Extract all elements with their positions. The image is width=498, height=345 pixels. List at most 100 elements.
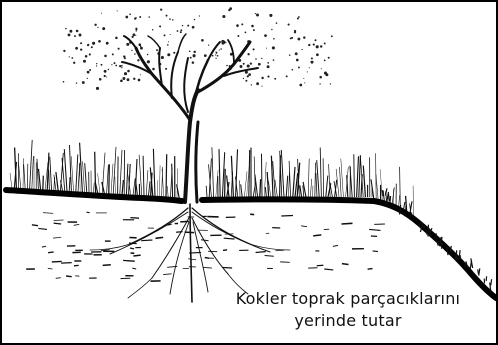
- soil-particle: [133, 255, 140, 256]
- foliage-dot: [225, 42, 226, 43]
- foliage-dot: [164, 34, 166, 36]
- grass-blade: [340, 167, 342, 197]
- foliage-dot: [261, 86, 262, 87]
- soil-particle: [130, 248, 134, 249]
- soil-particle: [123, 260, 135, 261]
- grass-blade: [122, 180, 123, 195]
- grass-blade: [120, 150, 122, 195]
- foliage-dot: [71, 57, 73, 59]
- foliage-dot: [114, 62, 116, 64]
- foliage-dot: [328, 57, 330, 59]
- foliage-dot: [120, 79, 123, 82]
- grass-blade: [206, 186, 207, 197]
- foliage-dot: [134, 53, 136, 55]
- foliage-dot: [251, 25, 254, 28]
- grass-blade: [49, 170, 50, 191]
- foliage-dot: [148, 16, 150, 18]
- caption-line-1: Kokler toprak parçacıklarını: [198, 288, 498, 310]
- grass-blade: [265, 187, 266, 197]
- soil-particle: [52, 261, 62, 262]
- grass-blade: [267, 172, 268, 197]
- soil-particle: [266, 233, 269, 234]
- foliage-dot: [133, 33, 136, 36]
- foliage-dot: [301, 49, 302, 50]
- soil-particle: [324, 269, 333, 270]
- soil-particle: [54, 220, 64, 221]
- grass-right: [206, 147, 413, 220]
- foliage-dot: [316, 53, 319, 56]
- foliage-dot: [160, 8, 162, 10]
- soil-particle: [224, 238, 235, 239]
- grass-blade: [118, 156, 119, 194]
- foliage-dot: [73, 62, 75, 64]
- soil-particle: [373, 251, 378, 252]
- soil-particle: [42, 246, 46, 247]
- foliage-dot: [89, 69, 91, 71]
- grass-blade: [76, 154, 78, 192]
- soil-particle: [48, 268, 53, 269]
- foliage-dot: [69, 56, 70, 57]
- foliage-dot: [247, 75, 249, 77]
- grass-blade: [50, 157, 52, 191]
- foliage-dot: [261, 58, 262, 59]
- grass-blade: [85, 163, 87, 193]
- grass-blade: [167, 186, 168, 197]
- foliage-dot: [79, 34, 82, 37]
- foliage-dot: [219, 50, 220, 51]
- foliage-dot: [289, 54, 291, 56]
- foliage-dot: [194, 19, 195, 20]
- foliage-dot: [189, 50, 191, 52]
- soil-particle: [61, 263, 72, 264]
- foliage-dot: [250, 62, 252, 64]
- foliage-dot: [220, 48, 222, 50]
- foliage-dot: [256, 82, 259, 85]
- foliage-dot: [292, 69, 294, 71]
- grass-blade: [30, 140, 33, 190]
- foliage-dot: [98, 40, 101, 43]
- grass-blade: [354, 154, 355, 197]
- foliage-dot: [129, 13, 131, 15]
- foliage-dot: [119, 65, 121, 67]
- grass-blade: [357, 156, 359, 197]
- foliage-dot: [324, 72, 327, 75]
- soil-particle: [103, 265, 111, 266]
- slope-mark: [478, 269, 479, 274]
- foliage-dot: [316, 45, 319, 48]
- foliage-dot: [272, 46, 275, 49]
- soil-particle: [132, 268, 136, 269]
- foliage-dot: [92, 42, 95, 45]
- foliage-dot: [266, 48, 267, 49]
- soil-particle: [256, 252, 266, 253]
- foliage-dot: [68, 33, 71, 36]
- foliage-dot: [295, 52, 298, 55]
- foliage-dot: [253, 48, 255, 50]
- grass-blade: [153, 149, 155, 197]
- foliage-dot: [101, 13, 102, 14]
- foliage-dot: [135, 17, 137, 19]
- soil-particle: [369, 229, 380, 230]
- foliage-dot: [313, 44, 315, 46]
- soil-particle: [180, 221, 189, 222]
- foliage-dot: [267, 62, 269, 64]
- soil-particle: [87, 212, 90, 213]
- foliage-dot: [307, 71, 308, 72]
- grass-blade: [93, 183, 94, 193]
- grass-blade: [323, 158, 324, 197]
- soil-particle: [66, 276, 72, 277]
- soil-particle: [301, 226, 307, 227]
- foliage-dot: [215, 58, 216, 59]
- foliage-dot: [273, 59, 275, 61]
- grass-blade: [241, 184, 243, 197]
- foliage-dot: [167, 44, 169, 46]
- foliage-dot: [330, 83, 331, 84]
- foliage-dot: [241, 23, 243, 25]
- foliage-dot: [165, 68, 167, 70]
- foliage-dot: [127, 78, 130, 81]
- grass-blade: [315, 163, 316, 197]
- foliage-dot: [299, 84, 302, 87]
- grass-blade: [69, 177, 70, 192]
- soil-particle: [130, 218, 139, 219]
- foliage-dot: [85, 55, 88, 58]
- grass-blade: [56, 172, 58, 191]
- grass-blade: [320, 148, 321, 198]
